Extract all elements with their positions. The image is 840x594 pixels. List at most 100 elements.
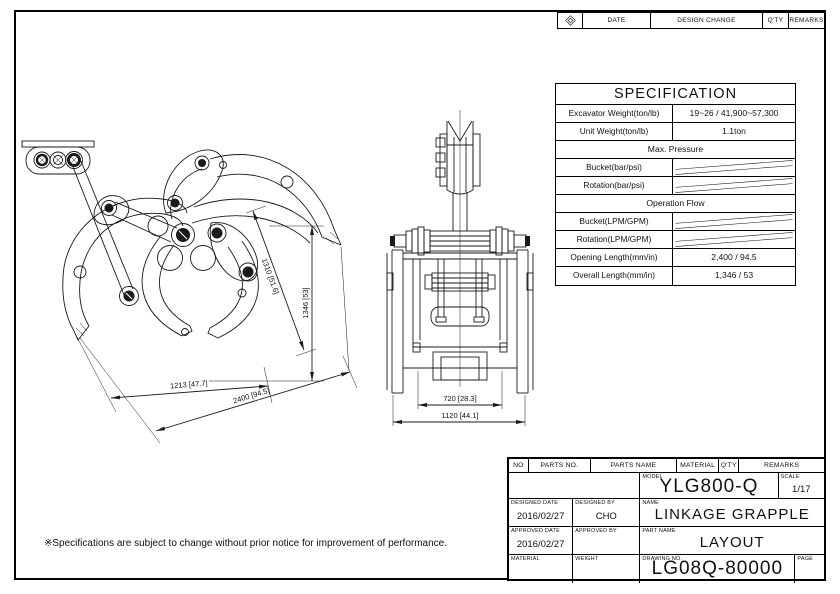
parts-list-empty-cell bbox=[509, 473, 641, 499]
bolt-circle bbox=[49, 151, 67, 169]
header-parts-no: PARTS NO. bbox=[528, 459, 591, 473]
spec-row-label: Excavator Weight(ton/lb) bbox=[556, 105, 673, 122]
revision-qty-header: Q'TY bbox=[762, 13, 788, 28]
approved-by-cell: APPROVED BY bbox=[573, 527, 641, 555]
revision-date-header: DATE bbox=[582, 13, 650, 28]
model-row: MODEL YLG800-Q SCALE 1/17 bbox=[509, 473, 824, 499]
center-pin-cluster bbox=[147, 215, 258, 298]
slot-plate bbox=[430, 306, 490, 327]
dim-text: 1213 [47.7] bbox=[170, 379, 208, 391]
spec-row-empty-value bbox=[673, 213, 795, 230]
designed-row: DESIGNED DATE 2016/02/27 DESIGNED BY CHO… bbox=[509, 499, 824, 527]
spec-row: Rotation(bar/psi) bbox=[556, 177, 795, 195]
designed-by-value: CHO bbox=[595, 511, 617, 522]
header-qty: Q'TY bbox=[719, 459, 740, 473]
empty-cell-slash bbox=[675, 214, 793, 229]
dim-text: 1120 [44.1] bbox=[442, 411, 479, 420]
spec-row: Bucket(bar/psi) bbox=[556, 159, 795, 177]
part-name-label: PART NAME bbox=[642, 528, 676, 534]
drawing-no-value: LG08Q-80000 bbox=[651, 558, 784, 579]
left-grapple-tine bbox=[62, 197, 188, 341]
drawing-no-cell: DRAWING NO. LG08Q-80000 bbox=[640, 555, 796, 583]
weight-cell: WEIGHT bbox=[573, 555, 641, 583]
spec-section-row: Max. Pressure bbox=[556, 141, 795, 159]
header-material: MATERIAL bbox=[676, 459, 720, 473]
name-label: NAME bbox=[642, 500, 660, 506]
scale-label: SCALE bbox=[780, 474, 800, 480]
title-block: NO PARTS NO. PARTS NAME MATERIAL Q'TY RE… bbox=[507, 457, 826, 583]
spec-row-label: Opening Length(mm/in) bbox=[556, 249, 673, 266]
part-name-value: LAYOUT bbox=[699, 534, 765, 551]
footnote: ※Specifications are subject to change wi… bbox=[44, 538, 448, 549]
pulley-sheave bbox=[435, 120, 481, 195]
dim-text: 1310 [51.6] bbox=[260, 257, 281, 295]
drawing-no-row: MATERIAL WEIGHT DRAWING NO. LG08Q-80000 … bbox=[509, 555, 824, 583]
dimension-1120: 1120 [44.1] bbox=[392, 395, 526, 426]
spec-row-label: Rotation(bar/psi) bbox=[556, 177, 673, 194]
spec-row-label: Unit Weight(ton/lb) bbox=[556, 123, 673, 140]
scale-cell: SCALE 1/17 bbox=[778, 473, 824, 499]
spec-section-label: Operation Flow bbox=[646, 198, 705, 208]
spec-title: SPECIFICATION bbox=[556, 84, 795, 105]
approved-by-label: APPROVED BY bbox=[575, 528, 617, 534]
material-cell: MATERIAL bbox=[509, 555, 574, 583]
spec-row-value: 19~26 / 41,900~57,300 bbox=[689, 108, 779, 118]
revision-diamond-icon bbox=[564, 15, 576, 26]
spec-row-empty-value bbox=[673, 177, 795, 194]
dimension-2400: 2400 [94.5] bbox=[79, 246, 358, 444]
dimension-1346: 1346 [53] bbox=[209, 225, 324, 382]
inner-crossing-tines bbox=[141, 236, 259, 339]
part-name-cell: PART NAME LAYOUT bbox=[640, 527, 824, 555]
spec-row-value: 2,400 / 94.5 bbox=[711, 252, 757, 262]
parts-list-header-row: NO PARTS NO. PARTS NAME MATERIAL Q'TY RE… bbox=[509, 459, 825, 473]
spec-row-label: Bucket(bar/psi) bbox=[556, 159, 673, 176]
dim-text: 720 [28.3] bbox=[443, 394, 476, 403]
spec-section-label: Max. Pressure bbox=[647, 144, 704, 154]
spec-row: Opening Length(mm/in) 2,400 / 94.5 bbox=[556, 249, 795, 267]
header-remarks: REMARKS bbox=[739, 459, 825, 473]
bolt-circle bbox=[65, 151, 83, 169]
spec-row: Rotation(LPM/GPM) bbox=[556, 231, 795, 249]
grapple-side-view-drawing: 1310 [51.6] 1346 [53] 1213 [47.7] 2400 [… bbox=[21, 140, 358, 444]
name-cell: NAME LINKAGE GRAPPLE bbox=[640, 499, 824, 527]
dim-text: 1346 [53] bbox=[301, 287, 310, 318]
empty-cell-slash bbox=[675, 232, 793, 247]
spec-row-value: 1.1ton bbox=[722, 126, 746, 136]
empty-cell-slash bbox=[675, 160, 793, 175]
designed-date-label: DESIGNED DATE bbox=[511, 500, 559, 506]
spec-row-label: Bucket(LPM/GPM) bbox=[556, 213, 673, 230]
approved-row: APPROVED DATE 2016/02/27 APPROVED BY PAR… bbox=[509, 527, 824, 555]
dimension-1310: 1310 [51.6] bbox=[245, 205, 317, 357]
dimension-720: 720 [28.3] bbox=[417, 371, 503, 409]
page-cell: PAGE bbox=[795, 555, 824, 583]
model-value: YLG800-Q bbox=[659, 476, 759, 497]
designed-date-value: 2016/02/27 bbox=[516, 511, 565, 522]
spec-row-label: Overall Length(mm/in) bbox=[556, 267, 673, 285]
sheet-border bbox=[14, 10, 826, 580]
spec-row: Unit Weight(ton/lb) 1.1ton bbox=[556, 123, 795, 141]
model-cell: MODEL YLG800-Q bbox=[640, 473, 779, 499]
approved-date-label: APPROVED DATE bbox=[511, 528, 560, 534]
name-value: LINKAGE GRAPPLE bbox=[654, 506, 810, 523]
link-strut bbox=[72, 160, 139, 306]
spec-row: Overall Length(mm/in) 1,346 / 53 bbox=[556, 267, 795, 285]
spec-row: Bucket(LPM/GPM) bbox=[556, 213, 795, 231]
revision-bar: DATE DESIGN CHANGE Q'TY REMARKS bbox=[557, 12, 825, 29]
designed-by-label: DESIGNED BY bbox=[575, 500, 615, 506]
model-label: MODEL bbox=[642, 474, 663, 480]
revision-remarks-header: REMARKS bbox=[788, 13, 824, 28]
material-label: MATERIAL bbox=[511, 556, 540, 562]
spec-row-value: 1,346 / 53 bbox=[714, 270, 754, 280]
grapple-front-view-drawing: 720 [28.3] 1120 [44.1] bbox=[386, 110, 534, 426]
header-no: NO bbox=[509, 459, 529, 473]
designed-date-cell: DESIGNED DATE 2016/02/27 bbox=[509, 499, 574, 527]
spec-row: Excavator Weight(ton/lb) 19~26 / 41,900~… bbox=[556, 105, 795, 123]
revision-symbol-cell bbox=[558, 13, 582, 28]
header-parts-name: PARTS NAME bbox=[590, 459, 677, 473]
pulley-shaft bbox=[452, 192, 468, 231]
designed-by-cell: DESIGNED BY CHO bbox=[573, 499, 641, 527]
approved-date-cell: APPROVED DATE 2016/02/27 bbox=[509, 527, 574, 555]
spec-row-label: Rotation(LPM/GPM) bbox=[556, 231, 673, 248]
empty-cell-slash bbox=[675, 178, 793, 193]
